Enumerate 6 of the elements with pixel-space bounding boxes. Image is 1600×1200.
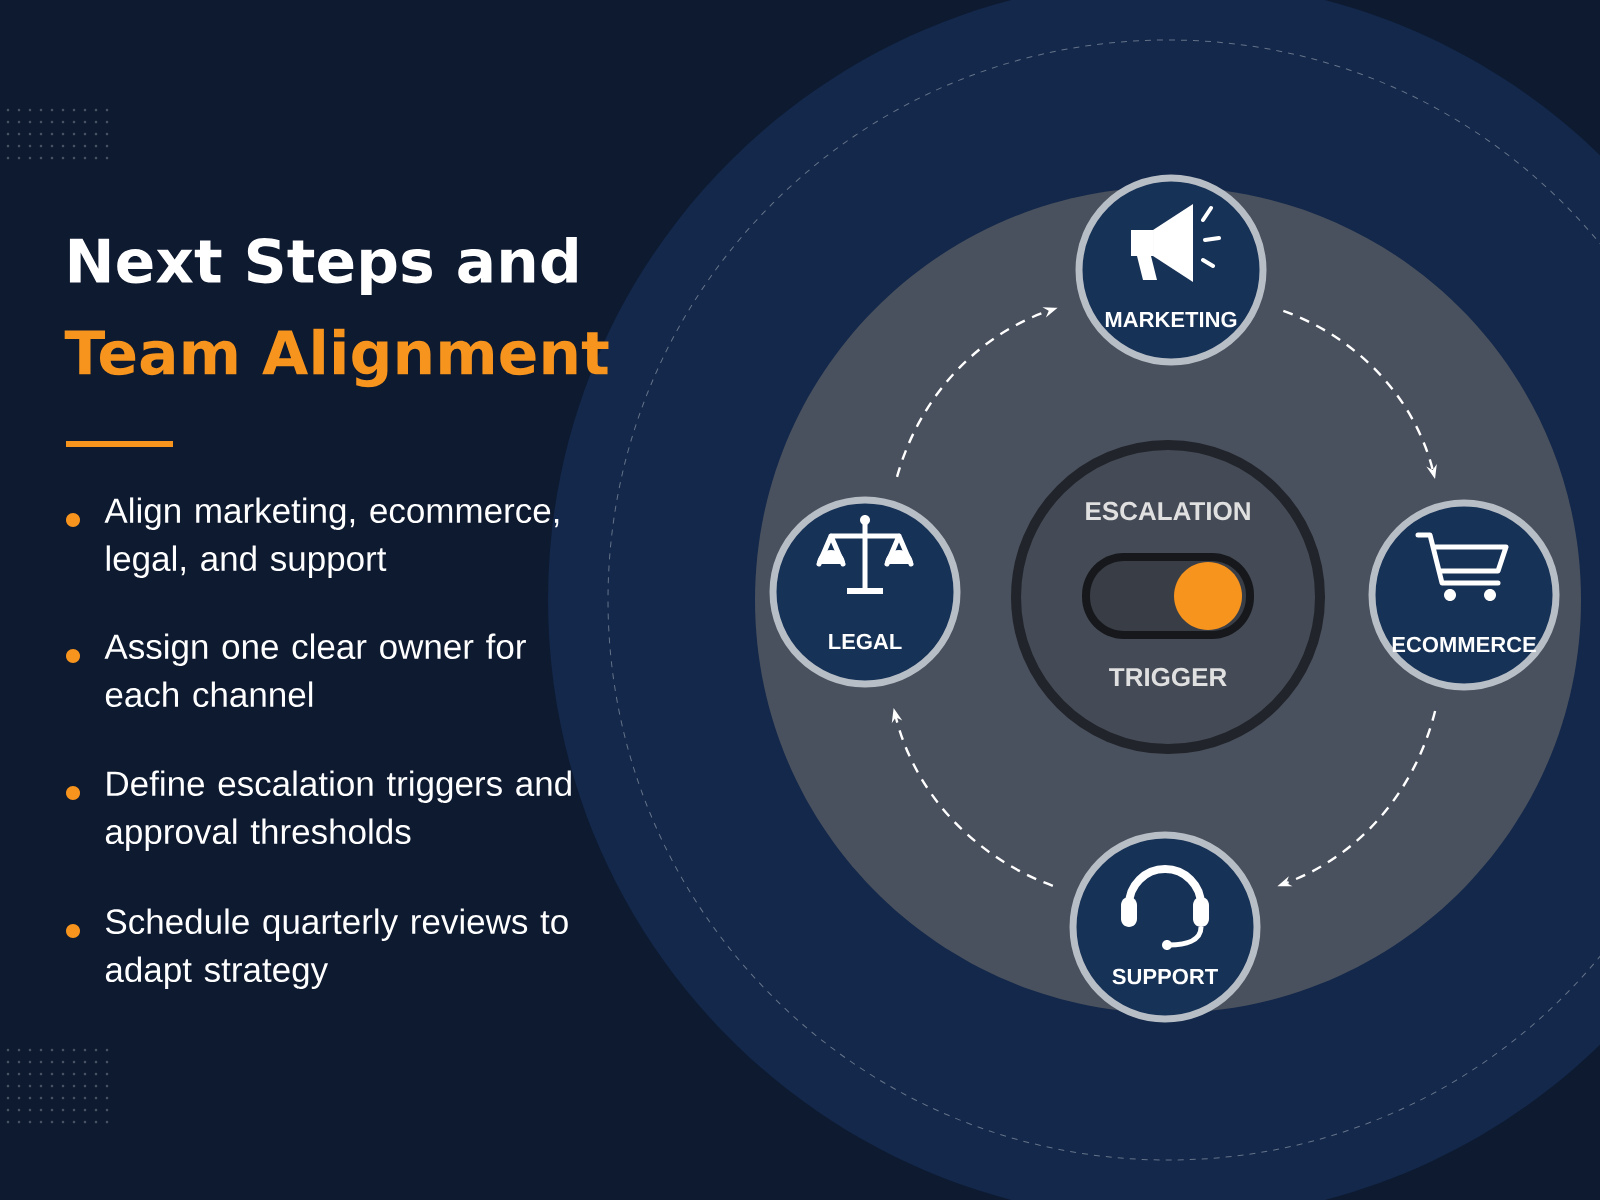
label: Next Steps and — [69, 236, 577, 296]
bullet-text: Assign one clear owner for each channel — [104, 633, 526, 708]
bullet-text: Schedule quarterly reviews to adapt strategy — [105, 908, 568, 990]
bullet-text: Define escalation triggers and approval thresholds — [105, 770, 571, 852]
bullet-text: Align marketing, ecommerce, legal, and support — [104, 497, 559, 579]
label: Team Alignment — [64, 328, 609, 388]
